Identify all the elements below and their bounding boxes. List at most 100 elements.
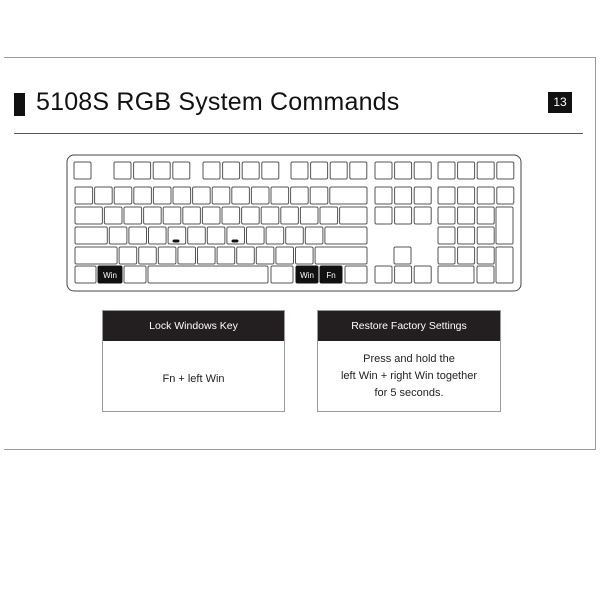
- home-bump: [231, 239, 239, 243]
- key-numpad-enter: [495, 246, 514, 284]
- key: [73, 161, 92, 180]
- key: [74, 206, 103, 225]
- command-heading: Restore Factory Settings: [318, 311, 500, 341]
- key: [309, 186, 329, 205]
- command-heading: Lock Windows Key: [103, 311, 284, 341]
- key: [172, 186, 192, 205]
- key: [476, 226, 495, 245]
- key: [304, 226, 324, 245]
- key: [177, 246, 196, 265]
- key: [374, 161, 393, 180]
- key: [270, 265, 294, 284]
- key: [148, 226, 167, 245]
- key: [457, 161, 476, 180]
- key: [133, 186, 152, 205]
- key: [261, 161, 280, 180]
- key: [413, 206, 432, 225]
- key: [319, 206, 339, 225]
- title-marker: [14, 93, 25, 116]
- key: [202, 161, 221, 180]
- key: [437, 226, 456, 245]
- key: [123, 265, 147, 284]
- key: [314, 246, 368, 265]
- command-line: Fn + left Win: [162, 373, 225, 385]
- key: [113, 186, 133, 205]
- key: [344, 265, 368, 284]
- key: [172, 161, 191, 180]
- key-arrow-up: [393, 246, 412, 265]
- key: [197, 246, 216, 265]
- key: [394, 161, 413, 180]
- key-right-win: [295, 265, 319, 284]
- key: [280, 206, 299, 225]
- key: [103, 206, 123, 225]
- key: [413, 186, 432, 205]
- key: [437, 186, 456, 205]
- key: [457, 206, 476, 225]
- key: [152, 186, 172, 205]
- key: [329, 161, 348, 180]
- key: [201, 206, 221, 225]
- key-spacebar: [147, 265, 269, 284]
- key-label: Win: [300, 271, 314, 280]
- key: [275, 246, 294, 265]
- key: [246, 226, 265, 245]
- key: [437, 161, 456, 180]
- key: [339, 206, 368, 225]
- key: [295, 246, 314, 265]
- key: [290, 186, 309, 205]
- key: [211, 186, 231, 205]
- key: [457, 186, 476, 205]
- key: [167, 226, 187, 245]
- command-line: Press and hold the: [363, 353, 455, 365]
- key: [157, 246, 177, 265]
- key: [437, 206, 456, 225]
- key-numpad-plus: [495, 206, 514, 245]
- key: [270, 186, 290, 205]
- key: [182, 206, 201, 225]
- key: [236, 246, 255, 265]
- key: [324, 226, 368, 245]
- key: [476, 206, 495, 225]
- command-line: left Win + right Win together: [340, 370, 478, 382]
- key: [310, 161, 329, 180]
- key: [222, 161, 241, 180]
- command-description: Fn + left Win: [103, 341, 284, 388]
- key: [74, 246, 118, 265]
- key: [231, 186, 250, 205]
- key: [394, 206, 413, 225]
- key-label: Fn: [326, 271, 335, 280]
- key: [374, 265, 393, 284]
- command-box-restore-factory: Restore Factory Settings Press and hold …: [317, 310, 501, 412]
- key-numpad-zero: [437, 265, 475, 284]
- page-title: 5108S RGB System Commands: [36, 88, 400, 116]
- command-line: for 5 seconds.: [374, 387, 444, 399]
- key: [152, 161, 171, 180]
- title-divider: [14, 133, 583, 134]
- key: [413, 265, 432, 284]
- key: [457, 246, 476, 265]
- key: [457, 226, 476, 245]
- key: [162, 206, 182, 225]
- key: [476, 186, 495, 205]
- key: [138, 246, 157, 265]
- key: [476, 246, 495, 265]
- key: [143, 206, 162, 225]
- key: [118, 246, 138, 265]
- key: [74, 226, 108, 245]
- key: [299, 206, 319, 225]
- key-left-win: [97, 265, 123, 284]
- key: [290, 161, 309, 180]
- key: [216, 246, 236, 265]
- key: [329, 186, 368, 205]
- key: [241, 161, 260, 180]
- key: [496, 186, 515, 205]
- key: [374, 186, 393, 205]
- command-description: Press and hold the left Win + right Win …: [318, 341, 500, 402]
- key: [226, 226, 245, 245]
- key: [74, 186, 94, 205]
- key: [437, 246, 456, 265]
- key: [260, 206, 280, 225]
- key: [265, 226, 285, 245]
